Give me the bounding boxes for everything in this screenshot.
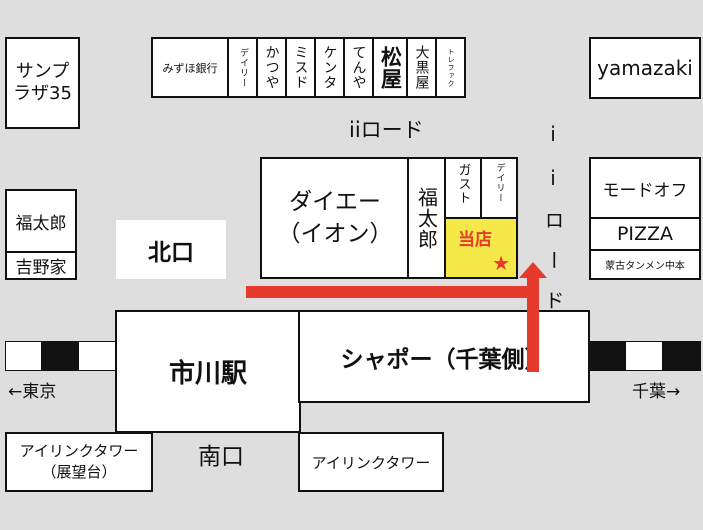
i-link-tower-observatory: アイリンクタワー（展望台） bbox=[5, 432, 153, 492]
store-label: デイリー bbox=[238, 47, 248, 88]
gusto-label: ガスト bbox=[455, 163, 471, 205]
fukutaro-left: 福太郎 bbox=[5, 189, 77, 253]
i-link-tower-observatory-label: アイリンクタワー（展望台） bbox=[19, 442, 139, 481]
yamazaki: yamazaki bbox=[589, 37, 701, 99]
pizza: PIZZA bbox=[589, 217, 701, 251]
fukutaro-center-label: 福太郎 bbox=[414, 186, 439, 250]
store-label: みずほ銀行 bbox=[162, 61, 218, 75]
store-label: かつや bbox=[263, 45, 280, 90]
store-daily-top: デイリー bbox=[227, 37, 258, 98]
shapo-chiba-side: シャポー（千葉側） bbox=[298, 310, 590, 403]
yoshinoya: 吉野家 bbox=[5, 251, 77, 280]
daiei-aeon: ダイエー（イオン） bbox=[260, 157, 410, 279]
store-label: トレファク bbox=[447, 47, 455, 88]
moko-tanmen-label: 蒙古タンメン中本 bbox=[605, 261, 685, 272]
store-mizuho-bank: みずほ銀行 bbox=[151, 37, 229, 98]
gusto: ガスト bbox=[444, 157, 482, 219]
store-label: てんや bbox=[350, 45, 367, 90]
daily-center-label: デイリー bbox=[494, 163, 505, 203]
store-katsuya: かつや bbox=[256, 37, 287, 98]
store-label: 大黒屋 bbox=[413, 45, 430, 90]
route-horizontal bbox=[246, 286, 538, 298]
shapo-label: シャポー（千葉側） bbox=[340, 346, 548, 373]
mode-off-label: モードオフ bbox=[602, 180, 688, 201]
i-link-tower-label: アイリンクタワー bbox=[311, 453, 431, 472]
star-icon: ★ bbox=[492, 251, 510, 275]
ii-road-vertical-label: i i ロ ー ド bbox=[541, 122, 565, 308]
fukutaro-left-label: 福太郎 bbox=[15, 213, 67, 234]
to-chiba-label: 千葉→ bbox=[632, 382, 681, 402]
store-kenta: ケンタ bbox=[314, 37, 345, 98]
store-matsuya: 松屋 bbox=[372, 37, 408, 98]
store-label: ケンタ bbox=[321, 45, 338, 90]
daiei-label: ダイエー（イオン） bbox=[277, 188, 393, 247]
sun-plaza-label: サンプラザ35 bbox=[13, 60, 72, 105]
minamiguchi-label: 南口 bbox=[198, 444, 244, 470]
to-tokyo-label: ←東京 bbox=[8, 382, 57, 402]
i-link-tower: アイリンクタワー bbox=[298, 432, 444, 492]
store-torefaku: トレファク bbox=[435, 37, 466, 98]
store-misdo: ミスド bbox=[285, 37, 316, 98]
yoshinoya-label: 吉野家 bbox=[15, 258, 67, 278]
top-store-row: みずほ銀行 デイリー かつや ミスド ケンタ てんや 松屋 大黒屋 トレファク bbox=[151, 37, 516, 98]
ichikawa-station-label: 市川駅 bbox=[168, 359, 247, 389]
fukutaro-center: 福太郎 bbox=[407, 157, 446, 279]
ii-road-horizontal-label: iiロード bbox=[349, 118, 424, 142]
rail-track-left bbox=[5, 341, 117, 371]
rail-track-right bbox=[589, 341, 701, 371]
daily-center: デイリー bbox=[480, 157, 518, 219]
our-store-label: 当店 bbox=[458, 230, 492, 250]
store-daikokuya: 大黒屋 bbox=[406, 37, 437, 98]
moko-tanmen-nakamoto: 蒙古タンメン中本 bbox=[589, 249, 701, 280]
yamazaki-label: yamazaki bbox=[597, 56, 693, 80]
kitaguchi-label: 北口 bbox=[148, 239, 194, 266]
store-label: ミスド bbox=[292, 45, 309, 90]
sun-plaza-35: サンプラザ35 bbox=[5, 37, 80, 129]
our-store: 当店 ★ bbox=[444, 217, 518, 279]
mode-off: モードオフ bbox=[589, 157, 701, 219]
store-tenya: てんや bbox=[343, 37, 374, 98]
store-label: 松屋 bbox=[378, 45, 403, 90]
ichikawa-station: 市川駅 bbox=[115, 310, 301, 433]
kitaguchi-north-exit: 北口 bbox=[116, 220, 226, 279]
pizza-label: PIZZA bbox=[616, 223, 674, 245]
